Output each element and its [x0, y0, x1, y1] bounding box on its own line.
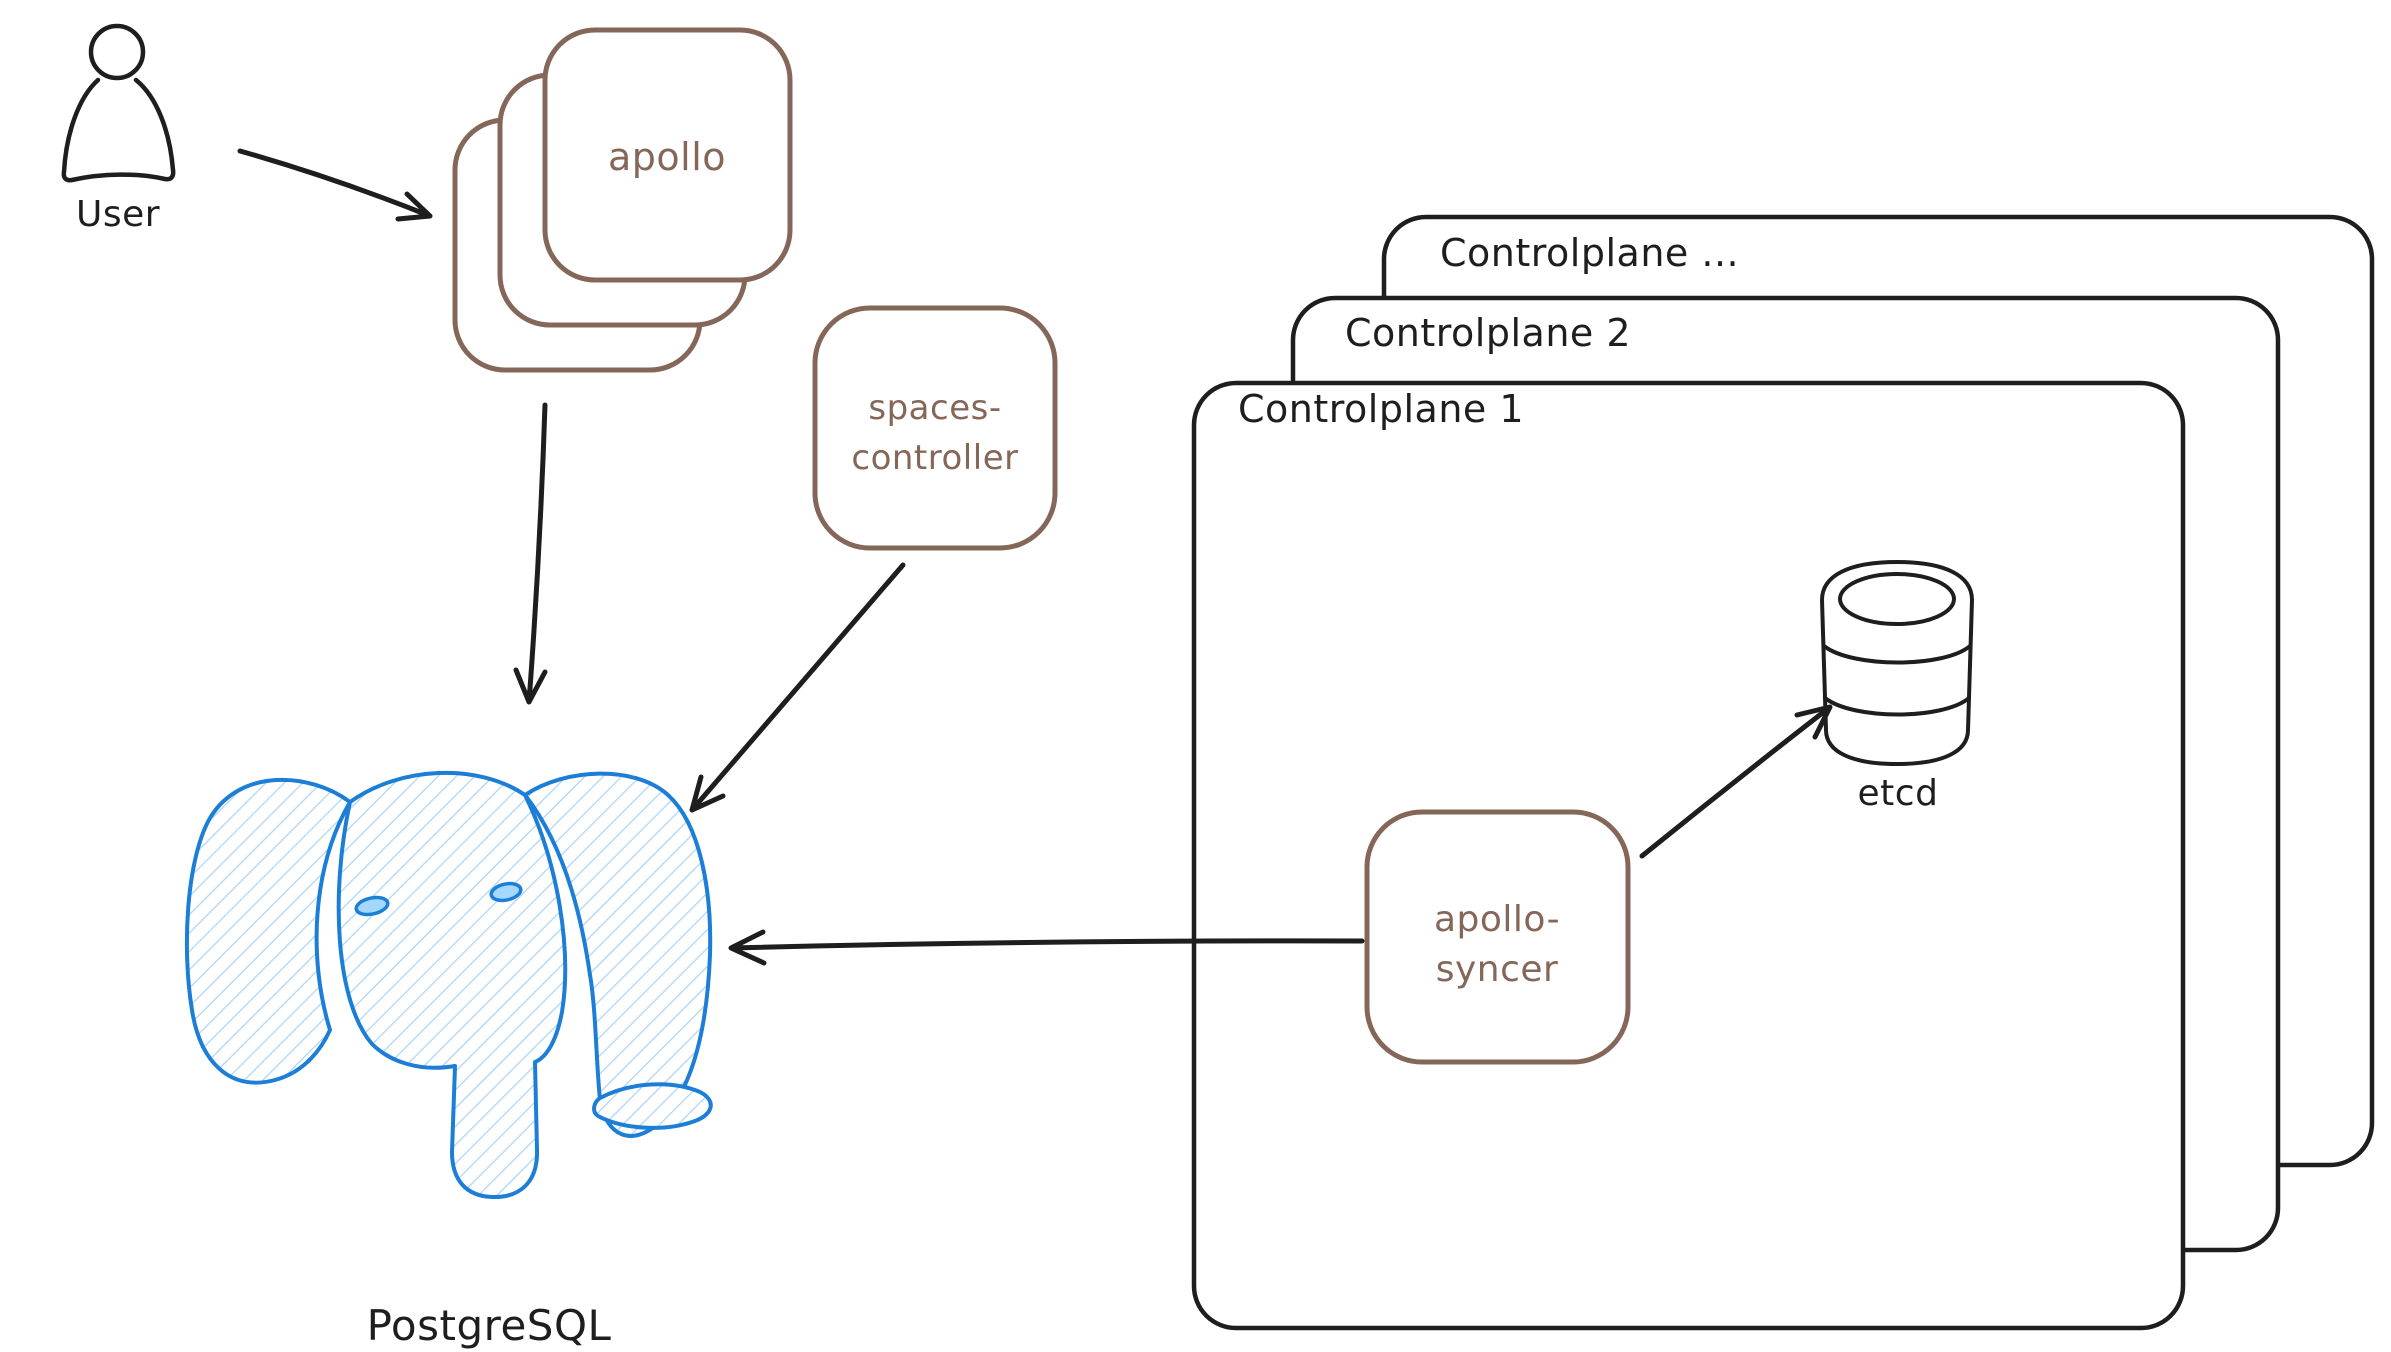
postgresql-node: PostgreSQL: [184, 770, 713, 1350]
apollo-card-front: [542, 27, 793, 283]
controlplane-1-label: Controlplane 1: [1238, 387, 1524, 431]
arrow-apollo-to-postgresql: [513, 402, 548, 705]
controlplane-2-label: Controlplane 2: [1345, 311, 1631, 355]
etcd-label: etcd: [1858, 773, 1939, 814]
spaces-controller-node: spaces- controller: [812, 305, 1058, 551]
apollo-syncer-label-line1: apollo-: [1434, 899, 1560, 940]
user-head-icon: [88, 23, 146, 81]
elephant-eye-right: [489, 881, 523, 903]
etcd-database-icon: [1820, 560, 1974, 766]
arrow-apollo-syncer-to-postgresql: [728, 929, 1365, 966]
arrow-user-to-apollo: [237, 148, 433, 222]
spaces-controller-box: [812, 305, 1058, 551]
spaces-controller-label-line1: spaces-: [868, 388, 1001, 428]
spaces-controller-label-line2: controller: [851, 438, 1018, 478]
user-body-icon: [61, 77, 176, 183]
user-label: User: [76, 194, 160, 235]
controlplane-1-frame: [1191, 380, 2186, 1331]
user-node: User: [61, 23, 176, 235]
etcd-node: etcd: [1820, 560, 1974, 814]
arrow-apollo-syncer-to-etcd: [1639, 704, 1833, 859]
postgresql-label: PostgreSQL: [367, 1301, 612, 1350]
controlplane-more-label: Controlplane ...: [1440, 231, 1739, 275]
apollo-stack-node: apollo: [452, 27, 793, 373]
arrow-spaces-controller-to-postgresql: [689, 562, 906, 813]
apollo-syncer-node: apollo- syncer: [1364, 809, 1631, 1065]
edges: [237, 148, 1833, 966]
elephant-eye-left: [354, 895, 390, 917]
postgresql-elephant-icon: [184, 770, 713, 1200]
apollo-syncer-label-line2: syncer: [1436, 949, 1559, 990]
apollo-label: apollo: [608, 135, 726, 179]
apollo-syncer-box: [1364, 809, 1631, 1065]
controlplane-frames: Controlplane ... Controlplane 2 Controlp…: [1191, 214, 2375, 1331]
